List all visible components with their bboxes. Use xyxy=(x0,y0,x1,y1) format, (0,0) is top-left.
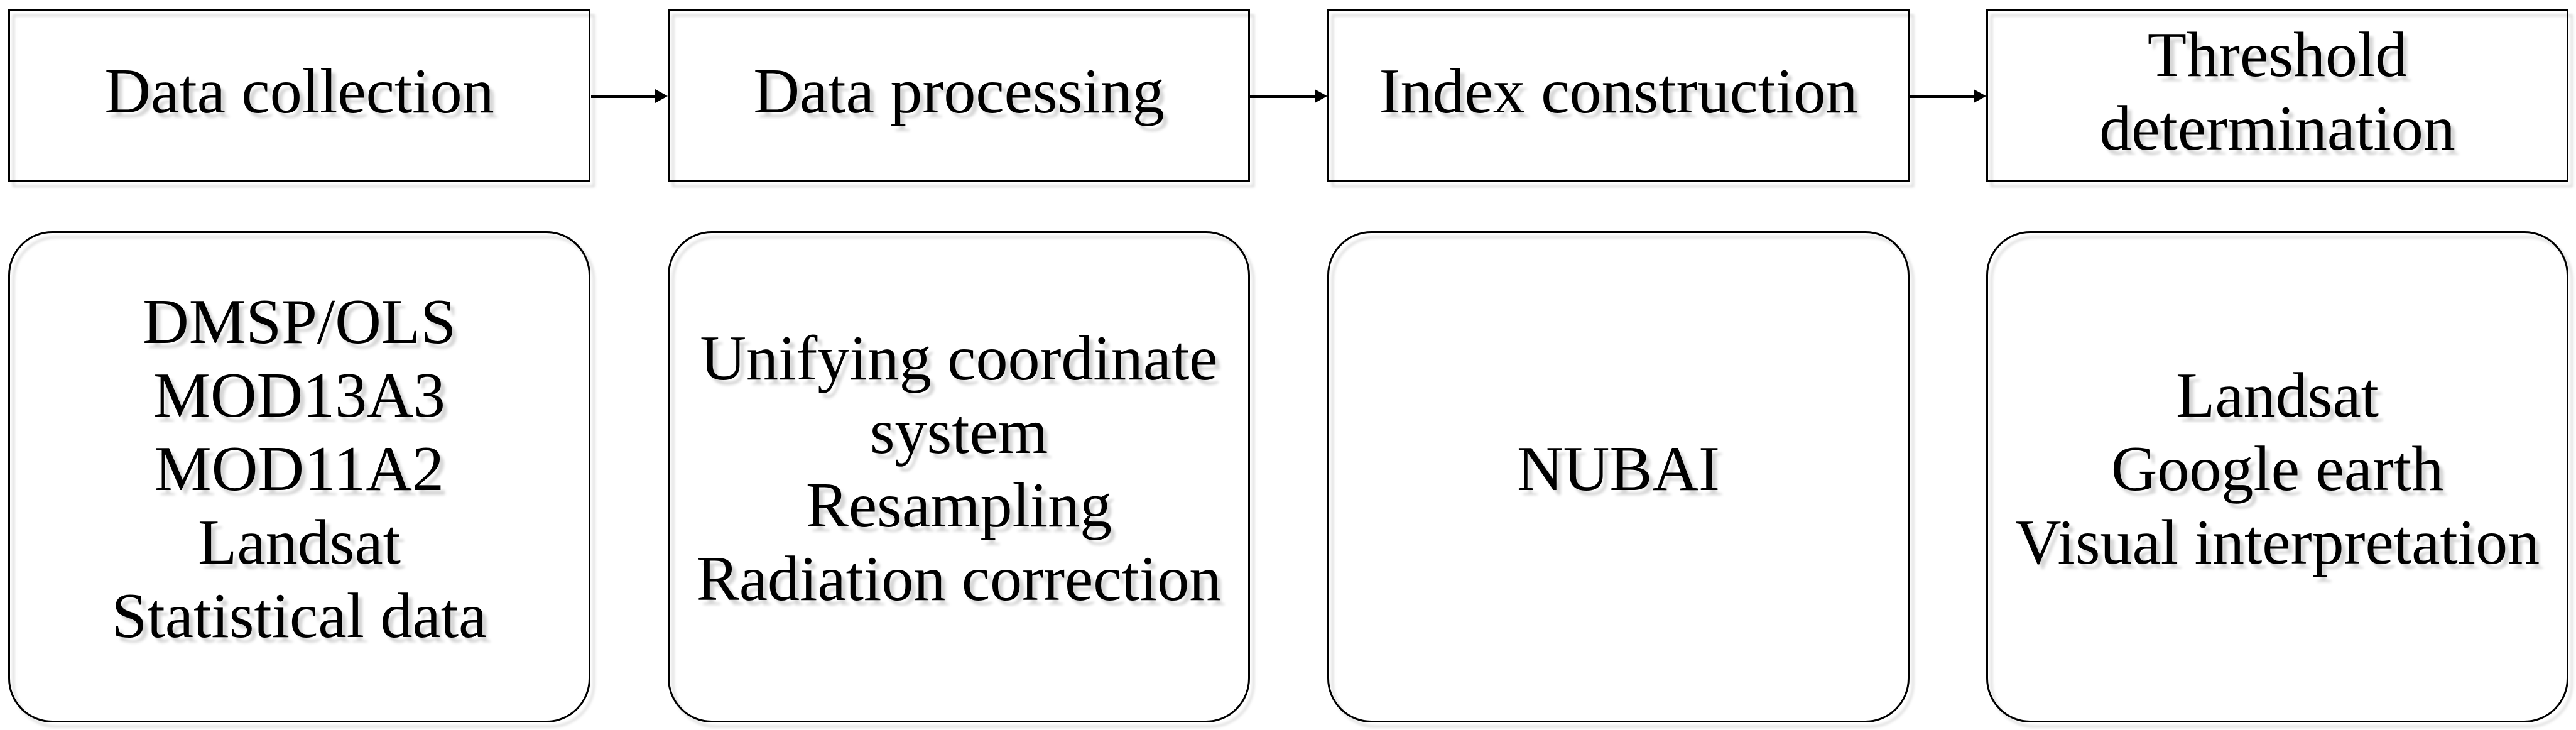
detail-item: Landsat xyxy=(2176,359,2379,431)
detail-item: MOD13A3 xyxy=(153,359,445,431)
detail-item: Visual interpretation xyxy=(2014,506,2540,578)
arrow-shaft xyxy=(591,95,655,98)
stage-1-data-collection: Data collection DMSP/OLS MOD13A3 MOD11A2… xyxy=(8,0,590,730)
stage-1-detail-box: DMSP/OLS MOD13A3 MOD11A2 Landsat Statist… xyxy=(8,231,590,722)
detail-item: Unifying coordinate system xyxy=(700,323,1218,467)
stage-2-detail-box: Unifying coordinate system Resampling Ra… xyxy=(668,231,1250,722)
arrow-head-icon xyxy=(655,89,668,103)
stage-2-header-box: Data processing xyxy=(668,9,1250,182)
detail-item: Resampling xyxy=(805,470,1112,541)
stage-4-header-label: Threshold determination xyxy=(2099,19,2455,164)
stage-3-header-box: Index construction xyxy=(1327,9,1910,182)
stage-1-header-box: Data collection xyxy=(8,9,590,182)
stage-4-detail-box: Landsat Google earth Visual interpretati… xyxy=(1986,231,2568,722)
stage-4-header-box: Threshold determination xyxy=(1986,9,2568,182)
arrow-head-icon xyxy=(1974,89,1986,103)
arrow-head-icon xyxy=(1315,89,1327,103)
stage-4-threshold-determination: Threshold determination Landsat Google e… xyxy=(1986,0,2568,730)
stage-1-header-label: Data collection xyxy=(104,56,494,127)
stage-3-header-label: Index construction xyxy=(1379,56,1858,127)
stage-3-detail-box: NUBAI xyxy=(1327,231,1910,722)
stage-3-index-construction: Index construction NUBAI xyxy=(1327,0,1910,730)
detail-item: Statistical data xyxy=(111,580,487,651)
stage-2-data-processing: Data processing Unifying coordinate syst… xyxy=(668,0,1250,730)
arrow-shaft xyxy=(1250,95,1315,98)
detail-item: DMSP/OLS xyxy=(143,286,456,357)
stage-2-header-label: Data processing xyxy=(753,56,1165,127)
arrow-shaft xyxy=(1910,95,1974,98)
detail-item: MOD11A2 xyxy=(155,433,444,504)
detail-item: Google earth xyxy=(2111,433,2444,504)
detail-item: NUBAI xyxy=(1517,433,1720,504)
detail-item: Radiation correction xyxy=(696,543,1222,614)
detail-item: Landsat xyxy=(198,506,401,578)
